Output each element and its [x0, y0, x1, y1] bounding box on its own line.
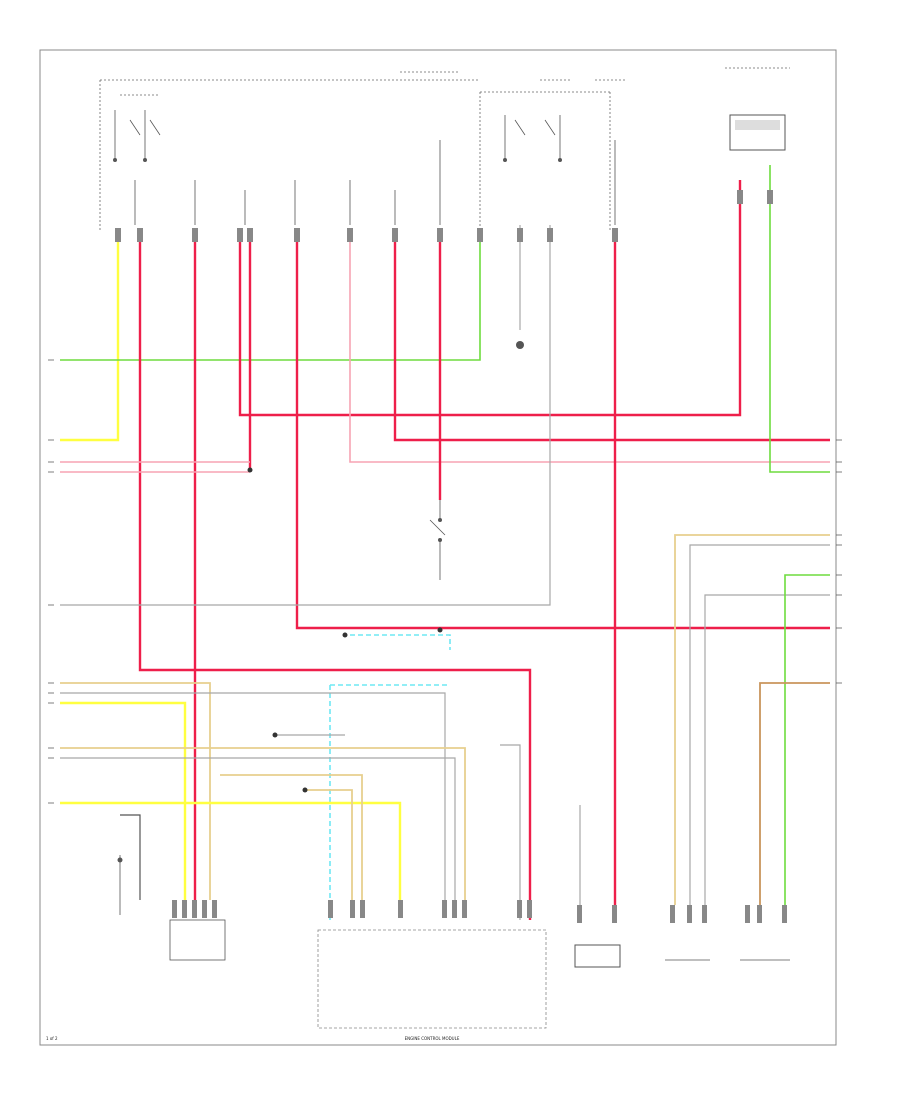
module-top-right [725, 67, 790, 151]
wire-tan-lower-1 [60, 682, 211, 900]
diagram-border [39, 49, 837, 1046]
wire-gray-lower-2 [60, 757, 456, 900]
connector-pins-top [115, 190, 773, 242]
wire-yellow-lower-1 [60, 701, 187, 900]
fuse-row [134, 140, 616, 225]
lower-right-sensor-2 [740, 905, 790, 961]
splice-points [247, 467, 443, 793]
brake-switch [429, 500, 446, 580]
wire-red-6 [393, 230, 830, 442]
wire-pink-1 [349, 230, 830, 463]
wire-tan-lower-4 [305, 789, 353, 900]
wire-yellow-top [60, 230, 120, 442]
wire-tan-lower-2 [60, 747, 466, 900]
wire-gray-lower-4 [500, 744, 521, 920]
lower-left-module-connector [169, 900, 226, 961]
wire-red-main [138, 230, 532, 920]
relay-switch-left [113, 110, 161, 162]
wire-green-right [769, 165, 830, 473]
wire-dark-lower-left [120, 814, 141, 900]
lower-right-sensor-1 [665, 905, 710, 961]
engine-control-module-box [317, 900, 547, 1029]
wire-green-upper [60, 240, 481, 361]
wire-brown-right [759, 682, 830, 905]
wire-green-right-lower [784, 574, 830, 905]
ground-symbol-center [516, 341, 524, 349]
wire-yellow-lower-2 [60, 801, 402, 900]
wire-gray-lower-1 [60, 692, 446, 900]
wire-tan-lower-3 [220, 774, 363, 900]
edge-markers [48, 359, 842, 804]
relay-switch-right [503, 115, 562, 162]
footer-label: ENGINE CONTROL MODULE [405, 1036, 460, 1041]
wire-gray-right-2 [704, 594, 830, 905]
wire-red-3 [238, 180, 742, 417]
wire-tan-right-1 [674, 534, 830, 905]
wire-cyan [329, 634, 451, 920]
lower-left-ground-sensor [117, 855, 123, 915]
fuse-block-header [99, 71, 625, 230]
wire-gray-center [60, 225, 551, 606]
wire-red-5 [295, 230, 830, 630]
page-label: 1 of 2 [46, 1036, 58, 1041]
wire-gray-right-1 [689, 544, 830, 905]
lower-center-module [574, 905, 621, 968]
